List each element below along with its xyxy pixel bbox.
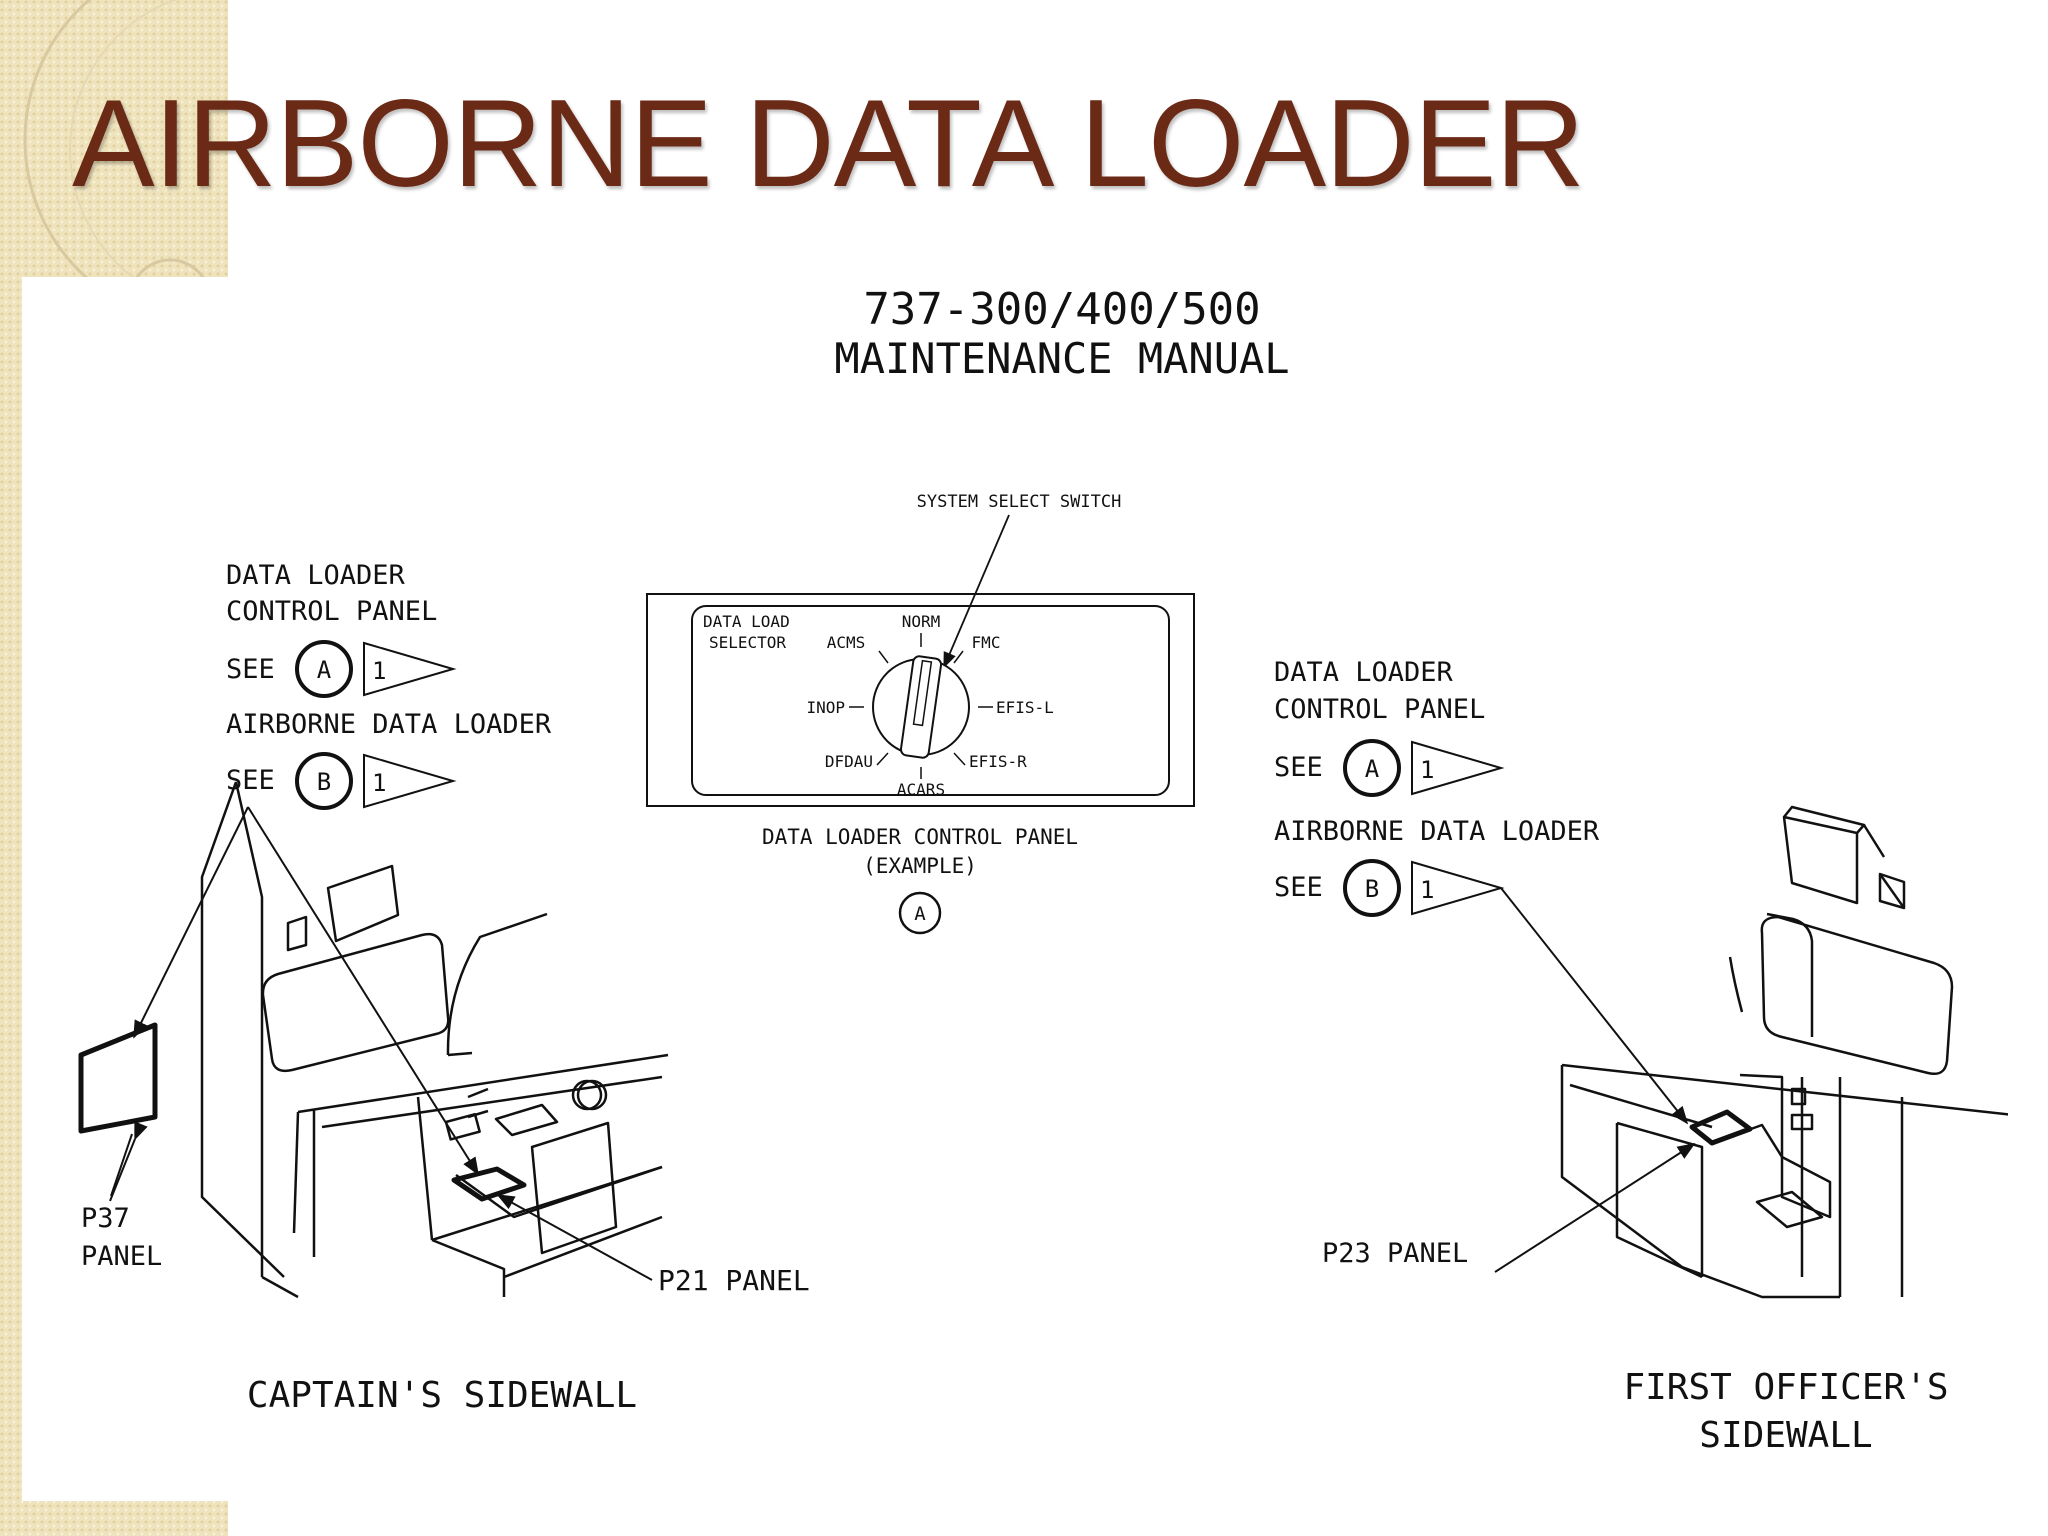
control-panel-outer-frame — [646, 593, 1195, 807]
fo-sidewall-caption-2: SIDEWALL — [1699, 1415, 1872, 1456]
captain-note-flag-2 — [363, 753, 457, 809]
fo-see-a-text: SEE — [1274, 752, 1323, 783]
detail-a-marker — [898, 891, 942, 935]
captain-ref-b-circle — [295, 752, 353, 810]
p23-leader — [1494, 1143, 1696, 1273]
position-acars: ACARS — [897, 780, 945, 799]
fo-ref-a-circle — [1343, 739, 1401, 797]
position-inop: INOP — [806, 698, 845, 717]
selector-tick-marks — [849, 633, 993, 779]
fo-see-b-text: SEE — [1274, 872, 1323, 903]
captain-ref-a-circle — [295, 640, 353, 698]
fo-callouts: DATA LOADER CONTROL PANEL SEE A 1 AIRBOR… — [1274, 657, 1600, 917]
captain-callouts: DATA LOADER CONTROL PANEL SEE A 1 AIRBOR… — [226, 560, 552, 810]
captain-sidewall-caption: CAPTAIN'S SIDEWALL — [247, 1375, 637, 1416]
p37-label-1: P37 — [81, 1203, 130, 1234]
captain-sidewall-drawing — [78, 781, 669, 1299]
data-load-selector-label-1: DATA LOAD — [703, 612, 790, 631]
system-select-switch-label: SYSTEM SELECT SWITCH — [917, 492, 1122, 512]
position-fmc: FMC — [972, 633, 1001, 652]
fo-dlcp-label-2: CONTROL PANEL — [1274, 694, 1485, 725]
fo-dlcp-label-1: DATA LOADER — [1274, 657, 1454, 688]
position-norm: NORM — [902, 612, 941, 631]
fo-ref-b-circle — [1343, 859, 1401, 917]
fo-sidewall-caption-1: FIRST OFFICER'S — [1623, 1367, 1948, 1408]
captain-ref-a-letter: A — [317, 656, 332, 684]
control-panel-caption: DATA LOADER CONTROL PANEL — [762, 825, 1078, 849]
captain-leader-to-p37 — [133, 806, 249, 1039]
p37-leader-arrow — [109, 1121, 148, 1202]
captain-note-2: 1 — [372, 769, 386, 797]
fo-note-flag-2 — [1411, 860, 1505, 916]
p23-label: P23 PANEL — [1322, 1238, 1468, 1269]
fo-note-1: 1 — [1420, 756, 1434, 784]
detail-a-letter: A — [914, 903, 926, 925]
position-dfdau: DFDAU — [825, 752, 873, 771]
position-efis-l: EFIS-L — [996, 698, 1054, 717]
fo-ref-a-letter: A — [1365, 755, 1380, 783]
control-panel-face — [691, 605, 1170, 796]
fo-sidewall-drawing — [1560, 805, 2008, 1299]
system-select-leader — [943, 514, 1010, 669]
p21-leader — [496, 1194, 653, 1281]
control-panel-caption-example: (EXAMPLE) — [863, 854, 977, 878]
p37-leader — [110, 1133, 133, 1197]
captain-see-a-text: SEE — [226, 654, 275, 685]
selector-knob[interactable] — [872, 655, 970, 759]
captain-ref-b-letter: B — [317, 768, 331, 796]
p37-label-2: PANEL — [81, 1241, 162, 1272]
slide-title: AIRBORNE DATA LOADER — [72, 75, 1585, 213]
captain-note-flag-1 — [363, 641, 457, 697]
p21-label: P21 PANEL — [658, 1264, 810, 1297]
manual-model-text: 737-300/400/500 — [863, 284, 1260, 335]
captain-dlcp-label-1: DATA LOADER — [226, 560, 406, 591]
data-load-selector-label-2: SELECTOR — [709, 633, 786, 652]
captain-adl-label: AIRBORNE DATA LOADER — [226, 709, 552, 740]
control-panel-figure: SYSTEM SELECT SWITCH DATA LOAD SELECTOR … — [646, 492, 1195, 935]
captain-leader-to-loader — [247, 806, 479, 1176]
fo-note-flag-1 — [1411, 740, 1505, 796]
diagram-canvas: 737-300/400/500 MAINTENANCE MANUAL SYSTE… — [78, 284, 2008, 1456]
fo-ref-b-letter: B — [1365, 875, 1379, 903]
p21-loader-shape — [451, 1166, 527, 1202]
fo-adl-label: AIRBORNE DATA LOADER — [1274, 816, 1600, 847]
manual-title-text: MAINTENANCE MANUAL — [834, 334, 1289, 383]
p37-panel-shape — [78, 1022, 158, 1134]
maintenance-diagram: 737-300/400/500 MAINTENANCE MANUAL SYSTE… — [22, 277, 2008, 1501]
decorative-arcs — [23, 0, 211, 290]
captain-dlcp-label-2: CONTROL PANEL — [226, 596, 437, 627]
fo-leader-to-loader — [1500, 887, 1689, 1125]
p23-loader-shape — [1689, 1109, 1753, 1146]
fo-note-2: 1 — [1420, 876, 1434, 904]
position-efis-r: EFIS-R — [969, 752, 1027, 771]
captain-note-1: 1 — [372, 657, 386, 685]
position-acms: ACMS — [827, 633, 866, 652]
